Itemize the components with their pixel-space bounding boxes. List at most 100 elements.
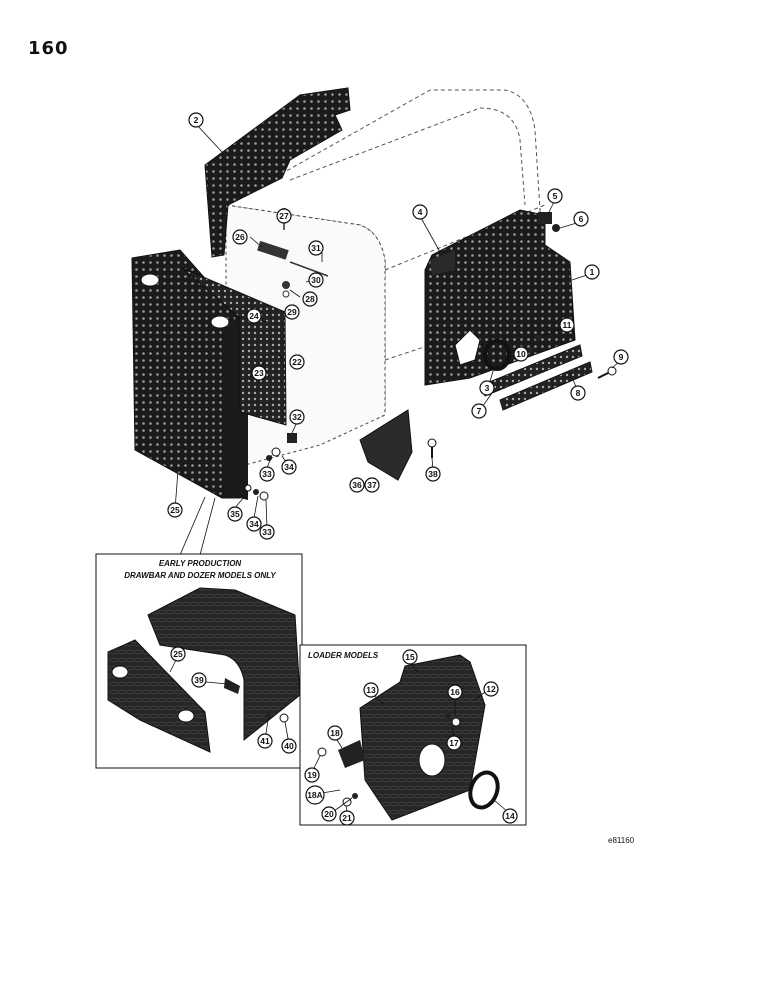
svg-text:9: 9	[619, 352, 624, 362]
callout-28: 28	[302, 291, 318, 307]
svg-text:8: 8	[576, 388, 581, 398]
callout-15: 15	[402, 649, 418, 665]
part-39-clip	[224, 678, 240, 694]
svg-text:14: 14	[505, 811, 515, 821]
part-23-screen	[181, 267, 287, 426]
part-2-side-sheet	[204, 87, 351, 258]
callout-31: 31	[308, 240, 324, 256]
part-1-opening	[454, 329, 481, 366]
part-17-washer	[445, 713, 451, 719]
svg-text:5: 5	[553, 191, 558, 201]
callout-25-main: 25	[167, 502, 183, 518]
part-3-grommet	[483, 339, 511, 371]
callout-34-upper: 34	[281, 459, 297, 475]
part-11-nut	[535, 335, 541, 341]
svg-text:1: 1	[590, 267, 595, 277]
inset-early-production: EARLY PRODUCTION DRAWBAR AND DOZER MODEL…	[95, 553, 303, 769]
svg-text:15: 15	[405, 652, 415, 662]
leader-lines	[174, 123, 621, 556]
callout-2: 2	[188, 112, 204, 128]
inset-grille-slot-2	[177, 709, 195, 723]
svg-text:11: 11	[563, 320, 572, 330]
callout-34-lower: 34	[246, 516, 262, 532]
hood-hinge-hardware	[257, 208, 329, 298]
callout-32: 32	[289, 409, 305, 425]
callout-36: 36	[349, 477, 365, 493]
page-number: 160	[28, 38, 69, 59]
callout-11: 11	[559, 317, 575, 333]
inset-early-title-2: DRAWBAR AND DOZER MODELS ONLY	[124, 571, 276, 580]
svg-text:2: 2	[194, 115, 199, 125]
callout-40: 40	[281, 738, 297, 754]
callout-33-lower: 33	[259, 524, 275, 540]
svg-text:31: 31	[311, 243, 321, 253]
svg-text:23: 23	[254, 368, 264, 378]
svg-text:40: 40	[284, 741, 294, 751]
svg-text:22: 22	[292, 357, 302, 367]
svg-text:33: 33	[262, 527, 272, 537]
callout-20: 20	[321, 806, 337, 822]
part-9-bolt	[597, 366, 617, 379]
part-41-washer	[265, 713, 271, 719]
svg-text:10: 10	[516, 349, 526, 359]
svg-text:35: 35	[230, 509, 240, 519]
svg-text:34: 34	[284, 462, 294, 472]
callout-23: 23	[251, 365, 267, 381]
svg-text:19: 19	[307, 770, 317, 780]
callout-3: 3	[479, 380, 495, 396]
callout-35: 35	[227, 506, 243, 522]
svg-text:21: 21	[342, 813, 352, 823]
callout-39: 39	[191, 672, 207, 688]
svg-text:18A: 18A	[307, 790, 323, 800]
callout-18: 18	[327, 725, 343, 741]
part-18-plate	[338, 740, 365, 768]
callout-18a: 18A	[305, 785, 325, 805]
callout-41: 41	[257, 733, 273, 749]
callout-4: 4	[412, 204, 428, 220]
svg-text:28: 28	[305, 294, 315, 304]
callout-13: 13	[363, 682, 379, 698]
loader-opening	[418, 743, 446, 777]
callout-27: 27	[276, 208, 292, 224]
svg-text:4: 4	[418, 207, 423, 217]
callout-14: 14	[502, 808, 518, 824]
callout-22: 22	[289, 354, 305, 370]
inset-early-title-1: EARLY PRODUCTION	[159, 559, 242, 568]
svg-text:41: 41	[260, 736, 270, 746]
svg-text:32: 32	[292, 412, 302, 422]
part-14-grommet	[468, 770, 500, 810]
svg-text:18: 18	[330, 728, 340, 738]
part-10-washer	[527, 347, 533, 353]
callout-25-inset: 25	[170, 646, 186, 662]
svg-text:25: 25	[170, 505, 180, 515]
svg-text:13: 13	[366, 685, 376, 695]
svg-text:27: 27	[279, 211, 289, 221]
callout-10: 10	[513, 346, 529, 362]
callout-24: 24	[246, 308, 262, 324]
part-36-37-bracket	[359, 409, 413, 481]
svg-text:39: 39	[194, 675, 204, 685]
svg-text:24: 24	[249, 311, 259, 321]
callout-33-upper: 33	[259, 466, 275, 482]
callout-26: 26	[232, 229, 248, 245]
part-5-6-latch	[538, 212, 560, 232]
part-8-strip	[499, 361, 593, 411]
inset-early-cover	[147, 587, 301, 742]
callout-21: 21	[339, 810, 355, 826]
grille-mount-hardware	[244, 433, 297, 501]
callout-37: 37	[364, 477, 380, 493]
part-20-washer	[352, 793, 358, 799]
svg-text:36: 36	[352, 480, 362, 490]
svg-text:25: 25	[173, 649, 183, 659]
svg-text:33: 33	[262, 469, 272, 479]
svg-text:7: 7	[477, 406, 482, 416]
callout-17: 17	[446, 735, 462, 751]
reference-code: e81160	[608, 836, 635, 845]
inset-loader-title: LOADER MODELS	[308, 651, 379, 660]
callout-1: 1	[584, 264, 600, 280]
svg-text:3: 3	[485, 383, 490, 393]
svg-text:30: 30	[311, 275, 321, 285]
callout-19: 19	[304, 767, 320, 783]
part-16-bolt	[451, 717, 461, 727]
